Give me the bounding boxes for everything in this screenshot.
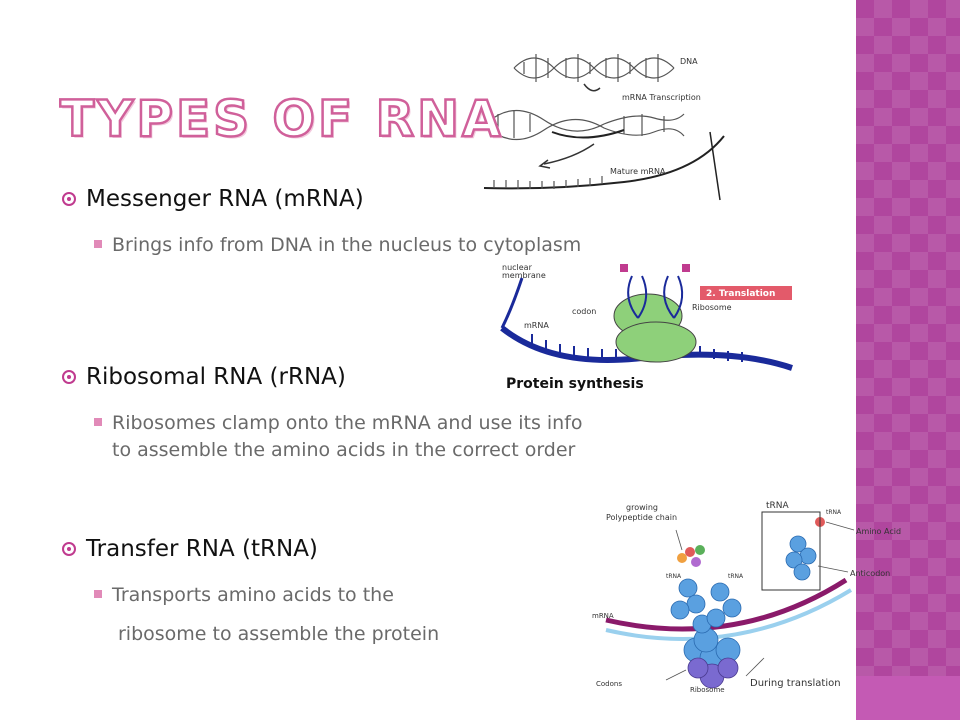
sub-bullet-text: Transports amino acids to the [112,584,394,606]
during-translation-caption: During translation [750,678,841,689]
amino-acid-label: Amino Acid [856,527,901,536]
mrna-label-trna: mRNA [592,612,614,620]
bullet-circle-icon [62,192,76,206]
bullet-heading: Transfer RNA (tRNA) [86,536,318,562]
mature-mrna-label: Mature mRNA [610,167,666,176]
sub-bullet-rrna: Ribosomes clamp onto the mRNA and use it… [94,410,583,464]
trna1-label: tRNA [666,573,682,580]
codon-label: codon [572,307,596,316]
sub-bullet-mrna: Brings info from DNA in the nucleus to c… [94,232,581,259]
bullet-heading: Ribosomal RNA (rRNA) [86,364,346,390]
anticodon-label: Anticodon [850,569,890,578]
ribosome-label-trna: Ribosome [690,686,725,694]
nuclear-label: nuclear [502,263,533,272]
square-bullet-icon [94,589,102,598]
bullet-circle-icon [62,370,76,384]
trna3-label: tRNA [826,509,842,516]
mrna-transcription-label: mRNA Transcription [622,93,701,102]
trna-box-label: tRNA [766,501,790,511]
polypeptide-label: Polypeptide chain [606,513,677,522]
sub-bullet-text: ribosome to assemble the protein [118,623,440,645]
sub-bullet-text: to assemble the amino acids in the corre… [112,439,576,461]
protein-synthesis-caption: Protein synthesis [506,376,644,392]
bullet-mrna: Messenger RNA (mRNA) [62,186,364,212]
slide-title: Types of RNA [59,89,504,150]
sub-bullet-text: Ribosomes clamp onto the mRNA and use it… [112,412,583,434]
growing-label: growing [626,503,658,512]
sub-bullet-text: Brings info from DNA in the nucleus to c… [112,234,582,256]
codons-label: Codons [596,680,622,688]
translation-label: 2. Translation [706,289,775,299]
bullet-trna: Transfer RNA (tRNA) [62,536,318,562]
square-bullet-icon [94,239,102,248]
trna2-label: tRNA [728,573,744,580]
bullet-circle-icon [62,542,76,556]
dna-label: DNA [680,57,698,66]
ribosome-label: Ribosome [692,303,732,312]
trna-translation-figure: growing Polypeptide chain tRNA Amino Aci… [592,501,901,694]
sub-bullet-trna: Transports amino acids to the ribosome t… [94,582,439,648]
decorative-side-panel [856,0,960,720]
dna-transcription-figure: DNA mRNA Transcription Mature mRNA [483,54,725,201]
square-bullet-icon [94,417,102,426]
bullet-heading: Messenger RNA (mRNA) [86,186,364,212]
membrane-label: membrane [502,271,546,280]
protein-synthesis-figure: 2. Translation nuclear membrane codon mR… [500,263,793,392]
bullet-rrna: Ribosomal RNA (rRNA) [62,364,346,390]
side-panel-accent [856,676,960,720]
mrna-label-ribosome: mRNA [524,321,549,330]
